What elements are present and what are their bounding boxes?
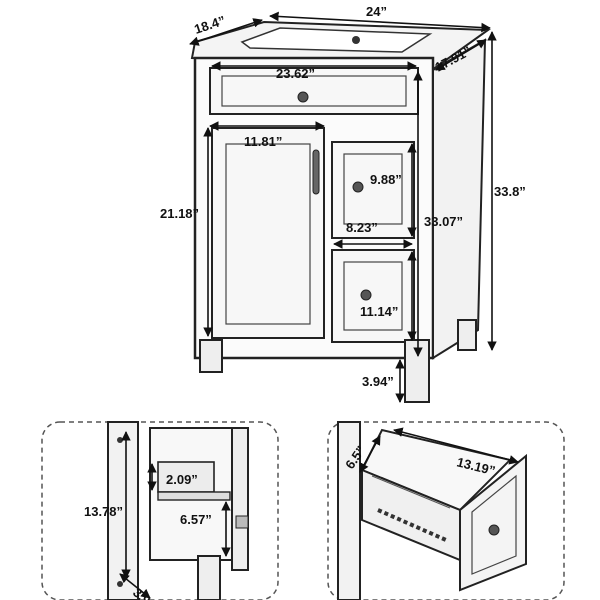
small-drawer-knob — [352, 181, 364, 193]
top-drawer-panel — [221, 75, 407, 107]
detail-right-dimension-lines — [359, 427, 519, 473]
label-drawer-front-width: 23.62” — [276, 66, 315, 81]
main-dimension-lines — [189, 11, 497, 403]
drawer-front-knob — [488, 524, 500, 536]
vanity-main-view — [190, 20, 491, 403]
detail-right-frame — [327, 421, 565, 600]
leg-front-left — [199, 339, 223, 373]
detail-left-shelf-board — [157, 491, 231, 501]
label-interior-height: 13.78” — [84, 504, 123, 519]
large-drawer-panel — [343, 261, 403, 331]
large-drawer — [331, 249, 415, 343]
door-handle — [312, 149, 320, 195]
faucet-hole — [352, 36, 360, 44]
detail-left-door-edge — [231, 427, 249, 571]
drawer-front-inset — [471, 474, 517, 575]
drawer-inner-edge — [371, 475, 451, 509]
label-cabinet-height: 33.07” — [424, 214, 463, 229]
detail-left-shelf — [41, 421, 279, 600]
detail-left-screw-bottom — [117, 581, 123, 587]
drawer-slide-rail — [377, 508, 447, 542]
drawer-front-panel — [459, 453, 527, 592]
label-door-height: 21.18” — [160, 206, 199, 221]
detail-left-dimension-lines — [119, 431, 231, 599]
label-large-drawer-height: 11.14” — [360, 304, 398, 319]
detail-left-upper-shelf — [157, 461, 215, 493]
small-drawer-panel — [343, 153, 403, 225]
detail-left-leg — [197, 555, 221, 600]
leg-back-right — [457, 319, 477, 351]
label-door-width: 11.81” — [244, 134, 282, 149]
label-small-drawer-height: 9.88” — [370, 172, 402, 187]
detail-left-screw-top — [117, 437, 123, 443]
label-total-height: 33.8” — [494, 184, 526, 199]
door-panel — [225, 143, 311, 325]
top-drawer-knob — [297, 91, 309, 103]
label-drawer-width: 8.23” — [346, 220, 378, 235]
detail-left-frame — [41, 421, 279, 600]
label-shelf-height: 6.57” — [180, 512, 212, 527]
label-leg-height: 3.94” — [362, 374, 394, 389]
cabinet-side — [432, 38, 487, 360]
cabinet-door — [211, 127, 325, 339]
detail-right-side-panel — [337, 421, 361, 600]
detail-right-drawer — [327, 421, 565, 600]
label-shelf-gap: 2.09” — [166, 472, 198, 487]
detail-left-hinge — [235, 515, 249, 529]
label-top-width: 24” — [366, 4, 387, 19]
large-drawer-knob — [360, 289, 372, 301]
leg-front-right — [404, 339, 430, 403]
